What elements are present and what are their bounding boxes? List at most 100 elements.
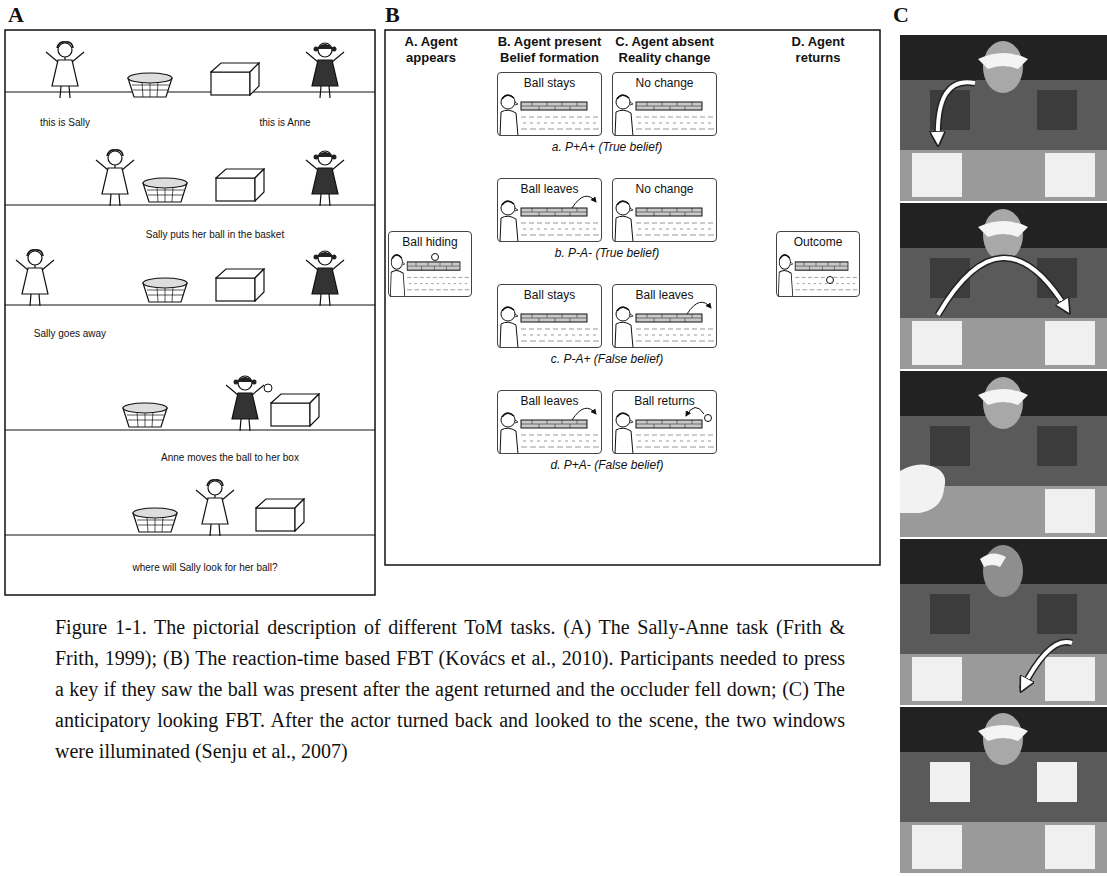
anticipatory-looking-panel-g-rect — [912, 825, 962, 869]
anticipatory-looking-panel-g-path — [978, 53, 1028, 69]
column-header: B. Agent present Belief formation — [487, 34, 612, 66]
anticipatory-looking-panel-g-path — [938, 82, 975, 143]
sally-anne-panel-use — [133, 508, 177, 532]
anticipatory-looking-panel-g-path — [938, 258, 1068, 315]
box-label: Ball leaves — [613, 285, 716, 302]
anticipatory-looking-panel — [900, 35, 1107, 873]
anticipatory-looking-panel-g-path — [1022, 642, 1072, 689]
column-header: D. Agent returns — [772, 34, 864, 66]
scene-caption: Anne moves the ball to her box — [130, 452, 330, 463]
panel-letter: A — [8, 2, 38, 28]
anticipatory-looking-panel-g-path — [900, 464, 945, 513]
scene-box: Ball returns — [612, 390, 717, 454]
scene-box: Ball leaves — [612, 284, 717, 348]
sally-anne-panel-use — [216, 269, 264, 301]
anticipatory-looking-panel-g-rect — [1045, 321, 1095, 365]
scene-box: Ball stays — [497, 284, 602, 348]
anticipatory-looking-panel-g-rect — [912, 657, 962, 701]
box-label: Ball leaves — [498, 179, 601, 196]
box-label: No change — [613, 179, 716, 196]
anticipatory-looking-panel-g-rect — [930, 762, 970, 802]
column-header: A. Agent appears — [388, 34, 474, 66]
anticipatory-looking-panel-g-rect — [900, 822, 1107, 873]
reaction-time-panel-use — [615, 413, 714, 454]
reaction-time-panel-circle — [827, 277, 834, 284]
anticipatory-looking-panel-g-rect — [930, 426, 970, 466]
sally-anne-panel-use — [143, 178, 187, 202]
anticipatory-looking-panel-g-path — [978, 221, 1028, 237]
condition-caption: b. P-A- (True belief) — [487, 246, 727, 260]
anticipatory-looking-panel-g-rect — [900, 318, 1107, 369]
anticipatory-looking-panel-g-rect — [900, 203, 1107, 369]
condition-caption: a. P+A+ (True belief) — [487, 140, 727, 154]
anticipatory-looking-panel-g-path — [938, 82, 975, 143]
box-label: Ball leaves — [498, 391, 601, 408]
sally-anne-panel-circle — [264, 384, 272, 392]
reaction-time-panel-path — [572, 408, 596, 420]
reaction-time-panel-use — [500, 307, 599, 348]
anticipatory-looking-panel-g-rect — [900, 707, 1107, 873]
sally-anne-panel-use — [143, 278, 187, 302]
anticipatory-looking-panel-g-path — [1022, 642, 1072, 689]
box-label: No change — [613, 73, 716, 90]
reaction-time-panel-use — [615, 307, 714, 348]
sally-anne-panel-use — [306, 151, 344, 206]
anticipatory-looking-panel-g-rect — [1045, 657, 1095, 701]
reaction-time-panel-use — [500, 201, 599, 242]
anticipatory-looking-panel-g-rect — [1037, 594, 1077, 634]
reaction-time-panel-use — [615, 201, 714, 242]
reaction-time-panel-rect — [385, 30, 880, 565]
anticipatory-looking-panel-g — [900, 203, 1107, 369]
reaction-time-panel-use — [500, 413, 599, 454]
scene-box: No change — [612, 72, 717, 136]
reaction-time-panel-path — [686, 407, 704, 416]
scene-caption: where will Sally look for her ball? — [95, 562, 315, 573]
sally-anne-panel-use — [211, 63, 259, 95]
sally-anne-panel-use — [226, 376, 264, 431]
reaction-time-panel — [385, 30, 880, 565]
reaction-time-panel-path — [572, 196, 596, 208]
anticipatory-looking-panel-g-rect — [900, 35, 1107, 201]
reaction-time-panel-circle — [705, 415, 712, 422]
anticipatory-looking-panel-g-rect — [900, 371, 1107, 537]
sally-anne-panel-use — [256, 499, 304, 531]
scene-box: Ball stays — [497, 72, 602, 136]
anticipatory-looking-panel-g — [900, 35, 1107, 201]
sally-anne-panel-use — [46, 42, 84, 98]
panel-letter: B — [385, 2, 415, 28]
sally-anne-panel-use — [196, 480, 234, 536]
box-label: Ball hiding — [389, 232, 471, 249]
reaction-time-panel-use — [500, 95, 599, 136]
anticipatory-looking-panel-g-rect — [930, 594, 970, 634]
anticipatory-looking-panel-g — [900, 371, 1107, 537]
anticipatory-looking-panel-g-rect — [1037, 426, 1077, 466]
anticipatory-looking-panel-g-rect — [1045, 825, 1095, 869]
sally-anne-panel-use — [16, 250, 54, 306]
column-header: C. Agent absent Reality change — [602, 34, 727, 66]
anticipatory-looking-panel-g — [900, 707, 1107, 873]
anticipatory-looking-panel-g-path — [938, 258, 1068, 315]
anticipatory-looking-panel-g-rect — [1045, 153, 1095, 197]
anticipatory-looking-panel-g — [900, 539, 1107, 705]
box-label: Ball stays — [498, 73, 601, 90]
anticipatory-looking-panel-g-ellipse — [983, 545, 1023, 597]
anticipatory-looking-panel-g-rect — [1037, 90, 1077, 130]
sally-anne-panel-use — [128, 73, 172, 97]
reaction-time-panel-circle — [432, 254, 439, 261]
sally-anne-panel-rect — [5, 30, 375, 595]
anticipatory-looking-panel-g-path — [980, 553, 1006, 567]
scene-box: Outcome — [776, 231, 860, 297]
anticipatory-looking-panel-g-path — [978, 725, 1028, 741]
condition-caption: d. P+A- (False belief) — [487, 458, 727, 472]
sally-anne-panel-use — [96, 150, 134, 206]
anticipatory-looking-panel-g-rect — [1045, 489, 1095, 533]
scene-box: Ball hiding — [388, 231, 472, 297]
box-label: Ball returns — [613, 391, 716, 408]
reaction-time-panel-use — [615, 95, 714, 136]
scene-box: No change — [612, 178, 717, 242]
reaction-time-panel-path — [687, 302, 711, 314]
sally-anne-panel-use — [306, 251, 344, 306]
scene-caption: this is Sally — [25, 117, 105, 128]
anticipatory-looking-panel-g-path — [978, 389, 1028, 405]
